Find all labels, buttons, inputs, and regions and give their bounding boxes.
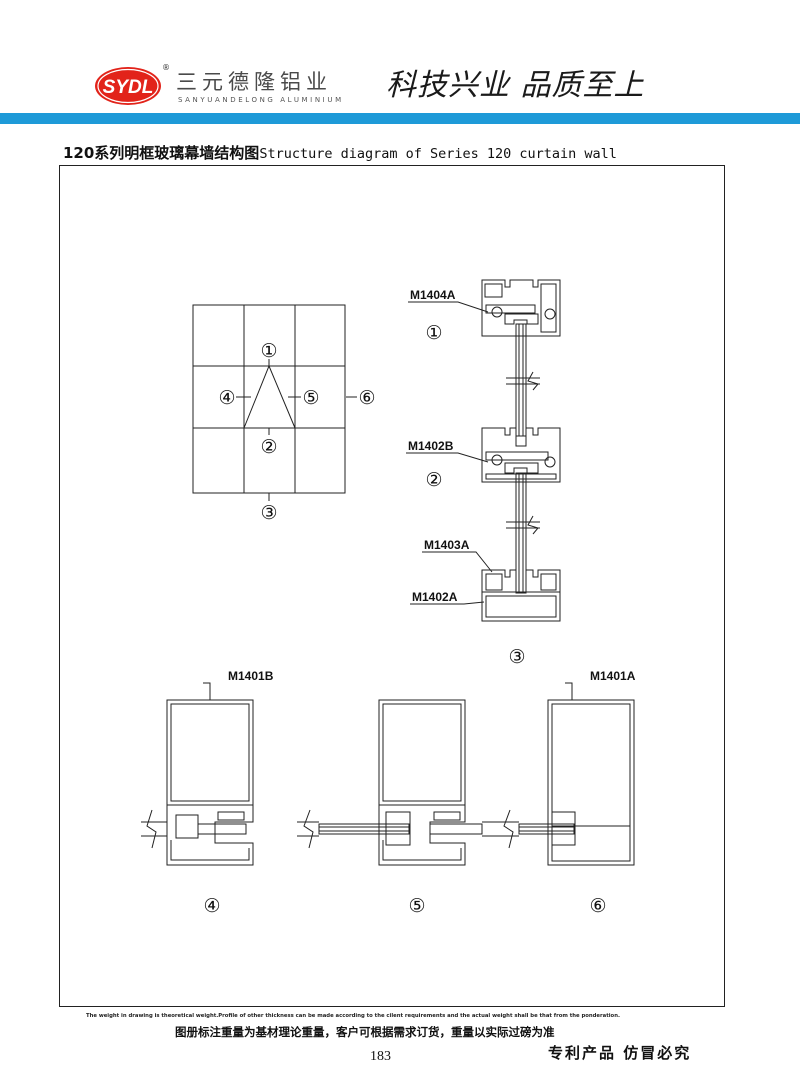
- slogan: 科技兴业 品质至上: [386, 68, 645, 103]
- page-number: 183: [370, 1049, 391, 1064]
- page-title: 120系列明框玻璃幕墙结构图Structure diagram of Serie…: [63, 142, 617, 163]
- profile-label-m1401b: M1401B: [228, 669, 274, 683]
- patent-notice: 专利产品 仿冒必究: [548, 1044, 692, 1062]
- footnote-en: The weight in drawing is theoretical wei…: [86, 1013, 620, 1019]
- profile-label-m1404a: M1404A: [410, 288, 456, 302]
- marker-3-section: ③: [508, 647, 525, 668]
- marker-4-section: ④: [203, 896, 220, 917]
- logo-text: SYDL: [103, 77, 154, 98]
- marker-6-grid: ⑥: [358, 388, 375, 409]
- profile-label-m1401a: M1401A: [590, 669, 636, 683]
- profile-labels: M1404A M1402B M1403A M1402A M1401B M1401…: [228, 288, 636, 683]
- horizontal-section: [141, 699, 635, 866]
- marker-1-grid: ①: [260, 341, 277, 362]
- drawing-frame: [59, 165, 725, 1007]
- title-cn: 120系列明框玻璃幕墙结构图: [63, 144, 260, 162]
- elevation-grid: [192, 304, 357, 501]
- brand-name-cn: 三元德隆铝业: [176, 70, 332, 94]
- header-divider-band: [0, 113, 800, 124]
- brand-name-en: SANYUANDELONG ALUMINIUM: [178, 96, 344, 104]
- profile-label-m1402a: M1402A: [412, 590, 458, 604]
- marker-5-grid: ⑤: [302, 388, 319, 409]
- profile-label-m1403a: M1403A: [424, 538, 470, 552]
- registered-mark: ®: [162, 63, 170, 72]
- vertical-section: [481, 279, 561, 622]
- marker-1-section: ①: [425, 323, 442, 344]
- profile-label-m1402b: M1402B: [408, 439, 454, 453]
- title-en: Structure diagram of Series 120 curtain …: [259, 146, 617, 162]
- marker-3-grid: ③: [260, 503, 277, 524]
- company-logo: SYDL: [95, 67, 161, 105]
- marker-4-grid: ④: [218, 388, 235, 409]
- marker-2-section: ②: [425, 470, 442, 491]
- marker-2-grid: ②: [260, 437, 277, 458]
- marker-6-section: ⑥: [589, 896, 606, 917]
- detail-markers: ① ② ③ ④ ⑤ ⑥ ① ② ③ ④ ⑤ ⑥: [203, 323, 606, 917]
- footnote-cn: 图册标注重量为基材理论重量，客户可根据需求订货，重量以实际过磅为准: [175, 1025, 555, 1039]
- marker-5-section: ⑤: [408, 896, 425, 917]
